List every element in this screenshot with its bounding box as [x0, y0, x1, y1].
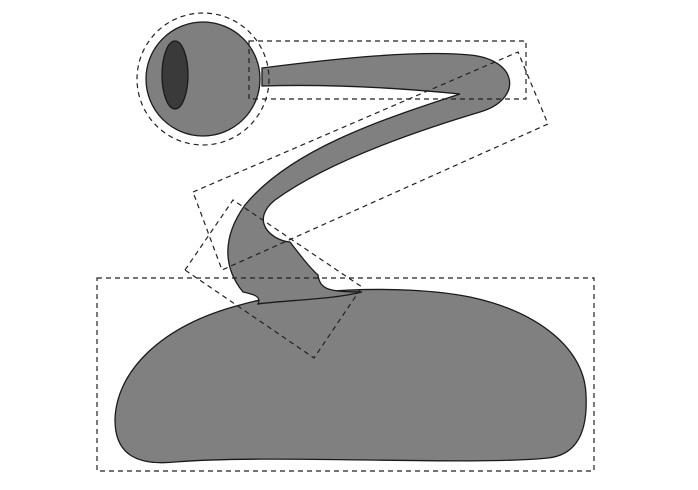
- base-bounding-box: [96, 277, 595, 472]
- pupil-shape: [161, 40, 189, 110]
- middle-arm-bounding-polygon: [192, 51, 549, 271]
- lower-joint-bounding-polygon: [184, 199, 363, 359]
- eye-bounding-circle: [136, 12, 270, 146]
- neck-shape: [227, 52, 511, 305]
- base-shape: [114, 288, 587, 464]
